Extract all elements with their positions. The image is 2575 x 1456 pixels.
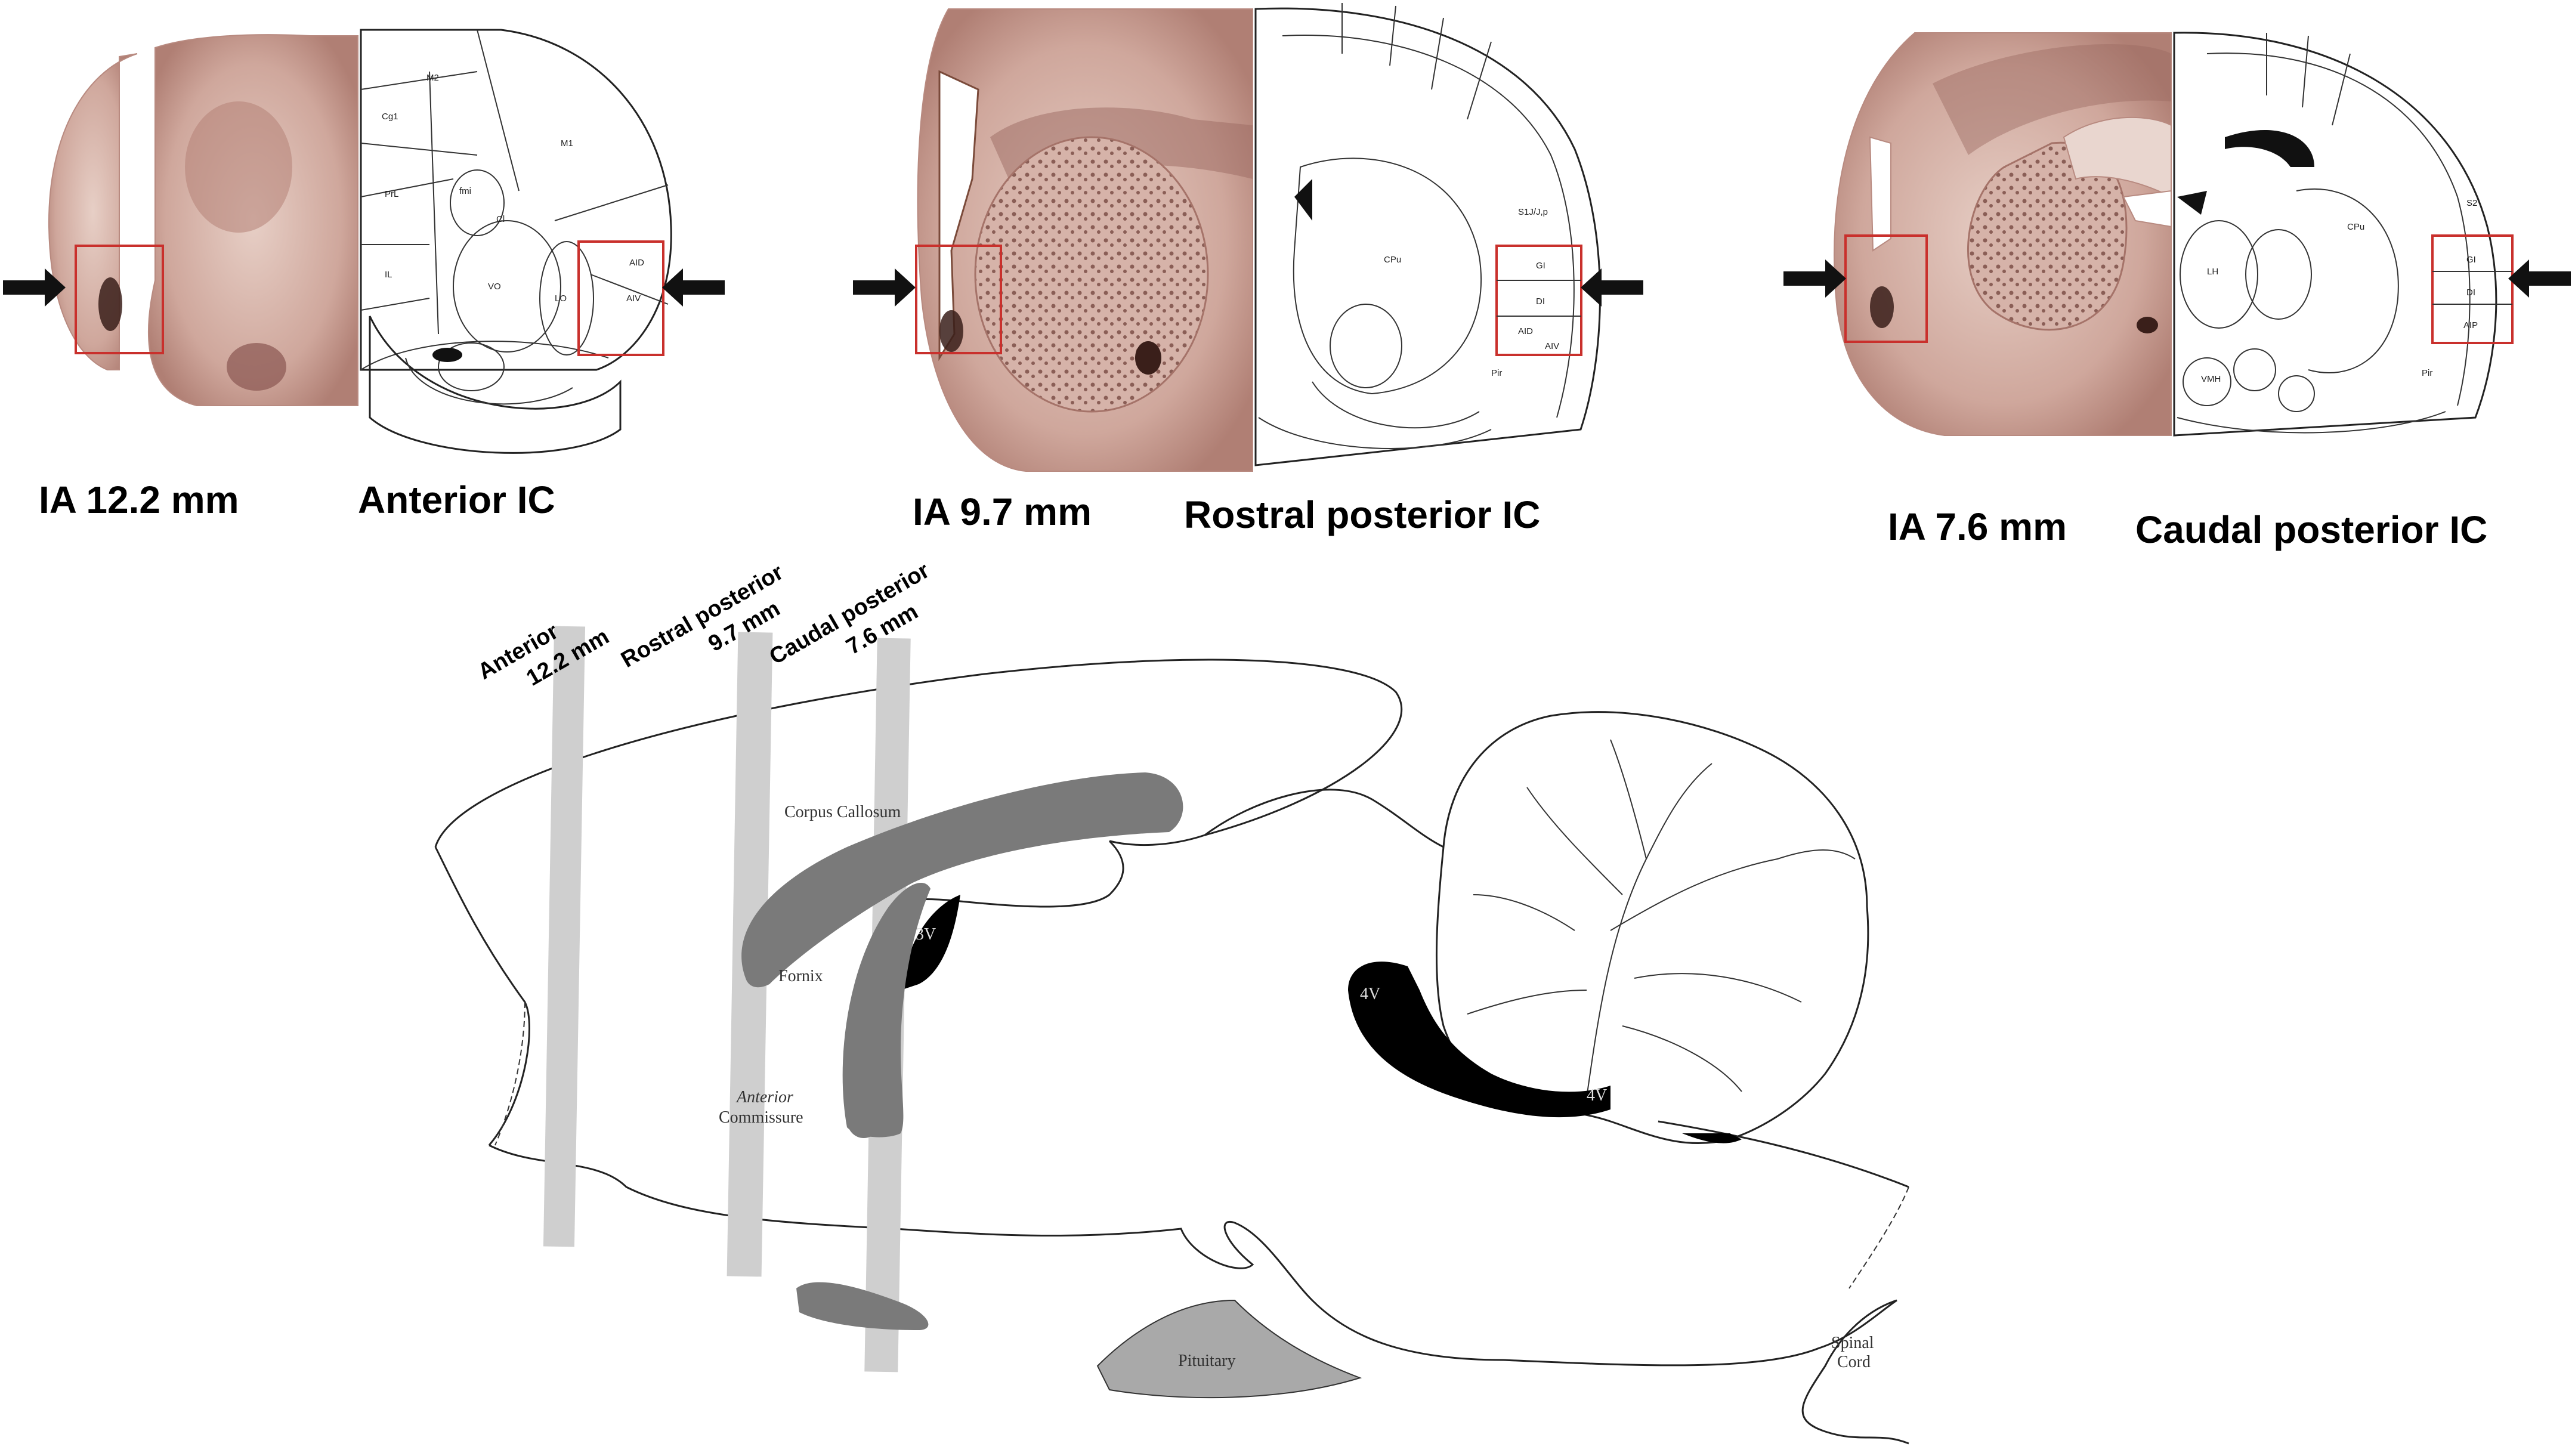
region-label: Caudal posterior IC bbox=[2135, 508, 2487, 551]
atlas-label: Pir bbox=[2422, 368, 2432, 378]
anterior-commissure bbox=[847, 1102, 880, 1138]
pituitary bbox=[1096, 1299, 1362, 1399]
arrow-right-icon bbox=[1783, 259, 1846, 298]
atlas-label: Cl bbox=[496, 214, 505, 224]
anterior-commissure-label: Anterior bbox=[735, 1088, 793, 1106]
atlas-label: PrL bbox=[385, 189, 398, 199]
atlas-drawing-anterior: M2 Cg1 M1 PrL fmi Cl IL AID VO LO AIV bbox=[360, 29, 672, 454]
brain-outline bbox=[434, 659, 1403, 848]
panel-anterior: M2 Cg1 M1 PrL fmi Cl IL AID VO LO AIV IA… bbox=[3, 29, 725, 521]
atlas-label: Pir bbox=[1491, 368, 1502, 378]
fourth-ventricle-label: 4V bbox=[1587, 1086, 1607, 1105]
slice-label-caudal-posterior: Caudal posterior 7.6 mm bbox=[765, 558, 934, 669]
atlas-drawing-rostral: S1J/J,p CPu GI DI AID AIV Pir bbox=[1254, 3, 1601, 466]
atlas-label: M2 bbox=[426, 73, 439, 83]
third-ventricle bbox=[901, 895, 960, 990]
fornix bbox=[842, 883, 931, 1137]
fornix-label: Fornix bbox=[778, 967, 823, 985]
sagittal-brain-diagram: Corpus Callosum Fornix Anterior Commissu… bbox=[434, 558, 1909, 1445]
atlas-label: fmi bbox=[459, 186, 471, 196]
fourth-ventricle-label: 4V bbox=[1360, 985, 1380, 1003]
region-label: Rostral posterior IC bbox=[1184, 493, 1540, 536]
histology-section-caudal bbox=[1834, 32, 2172, 436]
anterior-commissure-label: Commissure bbox=[719, 1108, 803, 1127]
slice-plane-anterior bbox=[543, 626, 586, 1247]
atlas-label: M1 bbox=[561, 138, 573, 149]
corpus-callosum-label: Corpus Callosum bbox=[784, 803, 901, 821]
arrow-right-icon bbox=[3, 268, 66, 307]
slice-label-anterior: Anterior 12.2 mm bbox=[474, 619, 613, 691]
arrow-left-icon bbox=[2508, 259, 2571, 298]
atlas-label: AID bbox=[629, 258, 644, 268]
region-label: Anterior IC bbox=[358, 478, 555, 521]
atlas-label: AIP bbox=[2463, 320, 2478, 330]
atlas-label: AIV bbox=[1545, 341, 1559, 351]
atlas-label: CPu bbox=[2347, 222, 2364, 232]
atlas-label: LH bbox=[2207, 267, 2218, 277]
atlas-drawing-caudal: S2 CPu GI DI AIP Pir LH VMH bbox=[2173, 32, 2514, 437]
roi-box bbox=[1844, 234, 1928, 343]
atlas-label: IL bbox=[385, 270, 392, 280]
atlas-label: VMH bbox=[2201, 374, 2221, 384]
atlas-label: S1J/J,p bbox=[1518, 207, 1548, 217]
fourth-ventricle bbox=[1348, 962, 1610, 1118]
spinal-cord-label: Cord bbox=[1837, 1353, 1871, 1371]
roi-box bbox=[915, 245, 1002, 354]
atlas-label: Cg1 bbox=[382, 112, 398, 122]
ia-label: IA 12.2 mm bbox=[39, 478, 239, 521]
atlas-label: LO bbox=[555, 293, 567, 304]
roi-box bbox=[577, 240, 664, 356]
atlas-label: GI bbox=[2466, 255, 2476, 265]
roi-box bbox=[2431, 234, 2514, 344]
atlas-label: S2 bbox=[2466, 198, 2477, 208]
ia-label: IA 9.7 mm bbox=[913, 490, 1092, 533]
atlas-label: DI bbox=[1536, 296, 1545, 307]
optic-tract bbox=[796, 1282, 929, 1330]
arrow-right-icon bbox=[853, 268, 916, 307]
spinal-cord-label: Spinal bbox=[1831, 1334, 1874, 1352]
atlas-label: VO bbox=[488, 282, 501, 292]
atlas-label: DI bbox=[2466, 288, 2475, 298]
arrow-left-icon bbox=[1581, 268, 1643, 307]
ia-label: IA 7.6 mm bbox=[1888, 505, 2067, 548]
atlas-label: CPu bbox=[1384, 255, 1401, 265]
arrow-left-icon bbox=[662, 268, 725, 307]
atlas-label: GI bbox=[1536, 261, 1545, 271]
third-ventricle-label: 3V bbox=[916, 925, 936, 944]
panel-rostral-posterior: S1J/J,p CPu GI DI AID AIV Pir IA 9.7 mm … bbox=[853, 3, 1643, 536]
atlas-label: AIV bbox=[626, 293, 641, 304]
slice-label-rostral-posterior: Rostral posterior 9.7 mm bbox=[617, 559, 787, 673]
panel-caudal-posterior: S2 CPu GI DI AIP Pir LH VMH IA 7.6 mm Ca… bbox=[1783, 32, 2571, 551]
histology-section-anterior bbox=[48, 34, 358, 406]
histology-section-rostral bbox=[915, 8, 1253, 472]
roi-box bbox=[1495, 245, 1582, 356]
roi-box bbox=[75, 245, 164, 354]
pituitary-label: Pituitary bbox=[1178, 1352, 1235, 1370]
atlas-label: AID bbox=[1518, 326, 1533, 336]
corpus-callosum bbox=[741, 772, 1183, 988]
